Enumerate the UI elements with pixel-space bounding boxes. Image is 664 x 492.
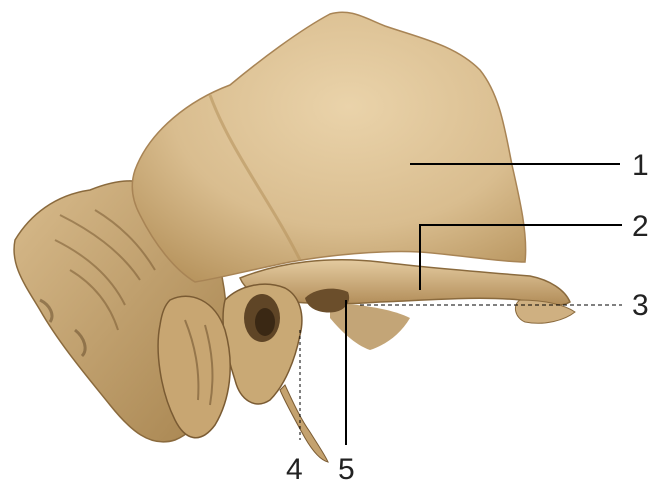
squamous-part bbox=[132, 12, 525, 282]
label-2: 2 bbox=[632, 210, 649, 243]
label-4: 4 bbox=[286, 453, 303, 486]
styloid-process bbox=[280, 385, 328, 462]
label-3: 3 bbox=[632, 289, 649, 322]
label-5: 5 bbox=[338, 453, 355, 486]
meatus-inner bbox=[255, 308, 275, 336]
label-1: 1 bbox=[632, 149, 649, 182]
